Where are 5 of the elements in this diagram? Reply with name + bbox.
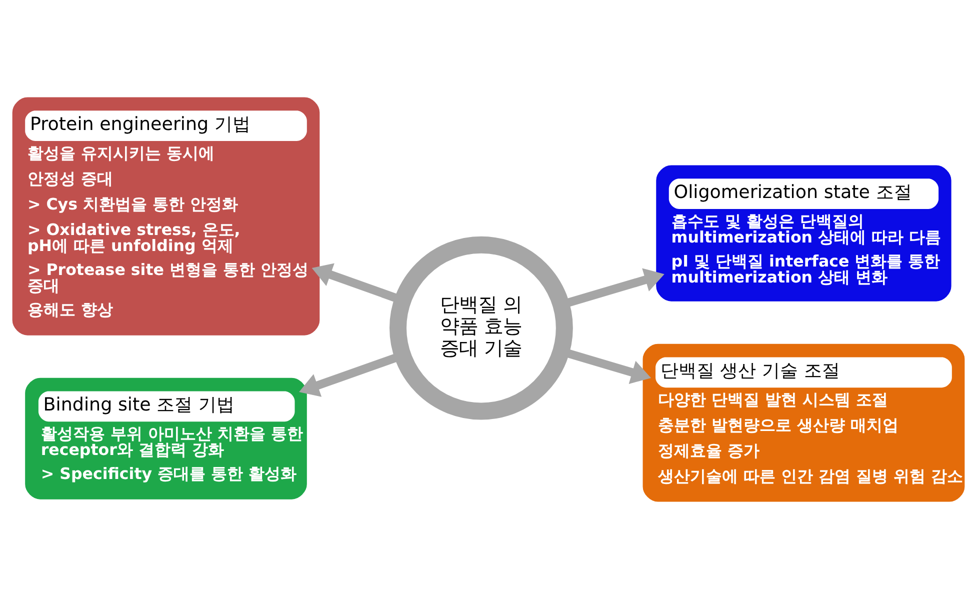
node-circle: 단백질 의 약품 효능 증대 기술 (390, 236, 573, 420)
node-box: Binding site 조절 기법 활성작용 부위 아미노산 치환을 통한 receptor와 결합력 강화 > Specificity 증대를 통한 활성화 (25, 378, 307, 500)
node-box: 단백질 생산 기술 조절 다양한 단백질 발현 시스템 조절 충분한 발현량으로 생산량 매치업 정제효율 증가 생산기술에 따른 인간 감염 질병 위험 감소 (642, 344, 965, 502)
node-box: Protein engineering 기법 활성을 유지시키는 동시에 안정성 증대 > Cys 치환법을 통한 안정화 > Oxidative stress, 온도, pH에 따른 unfolding 억제 > Protease site 변형을 통한 안정성 증대 용해도 향상 (12, 97, 320, 336)
node-box: Oligomerization state 조절 흡수도 및 활성은 단백질의 multimerization 상태에 따라 다름 pI 및 단백질 interface 변화를 통한 multimerization 상태 변화 (656, 165, 952, 302)
